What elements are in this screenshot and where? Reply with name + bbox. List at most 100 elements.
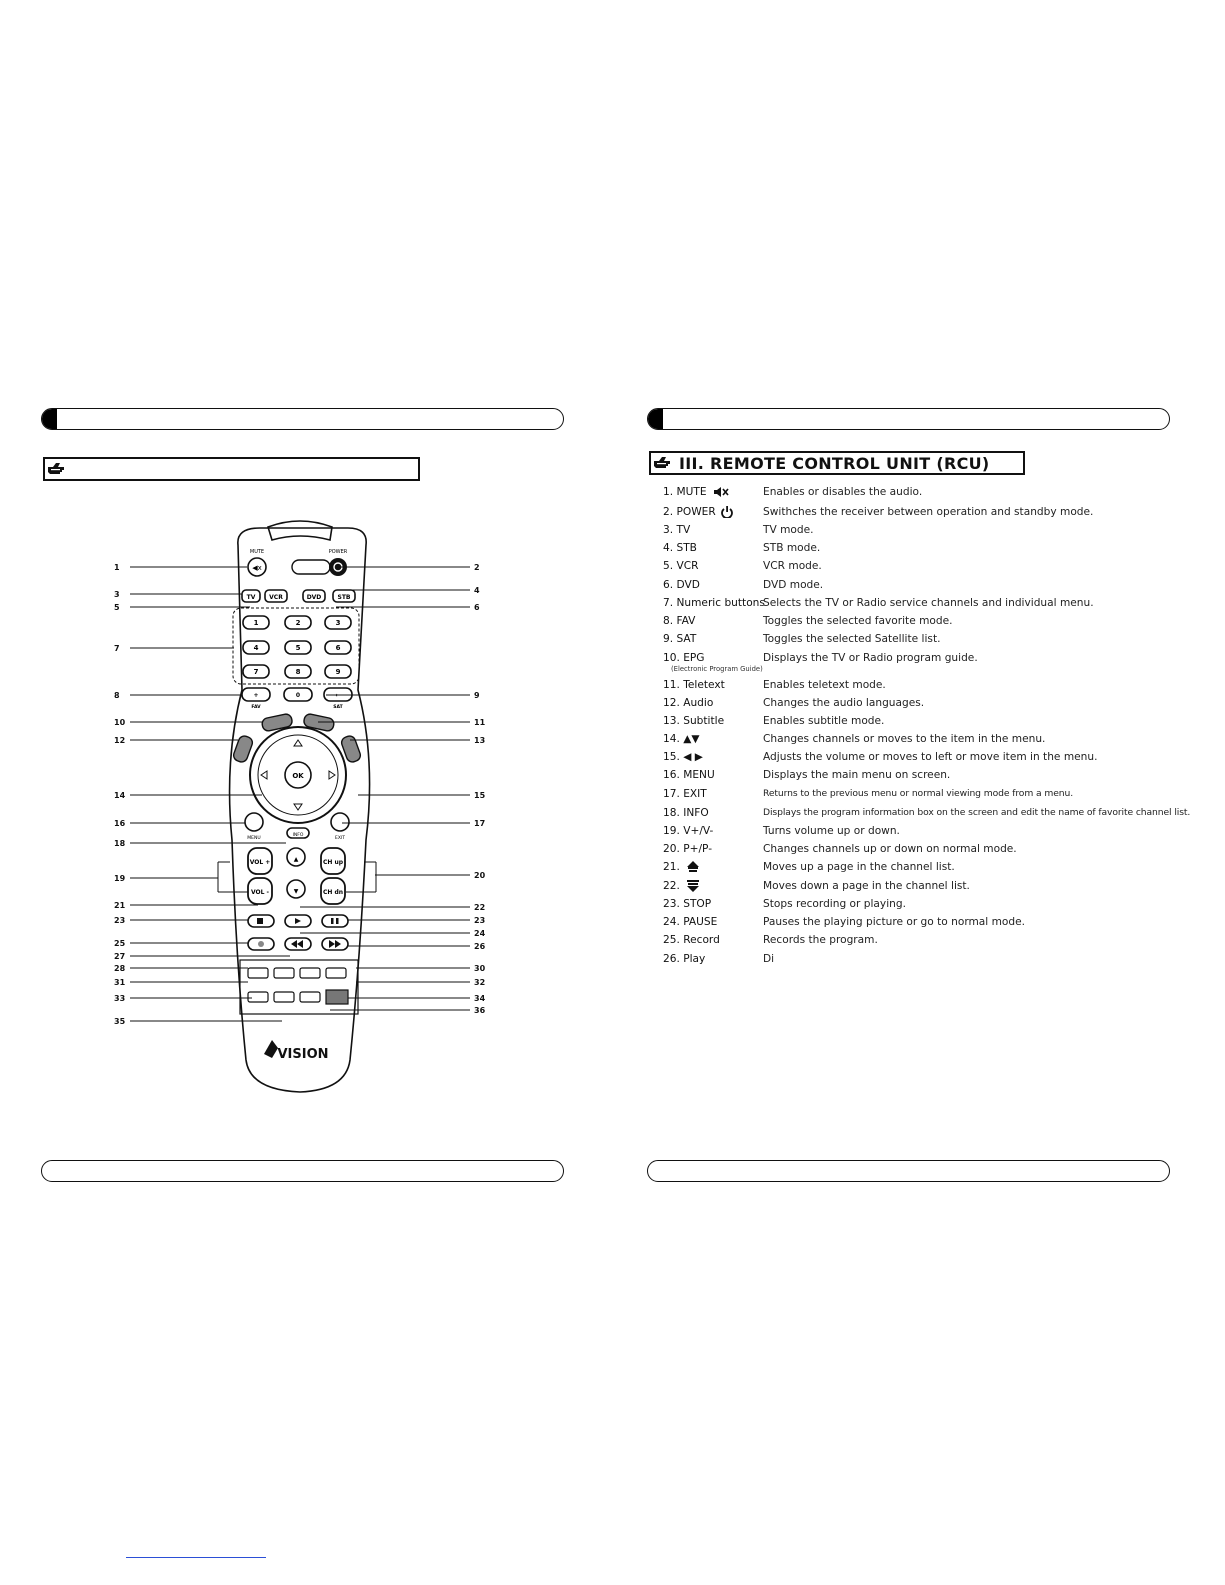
callout-number: 8 [114,691,120,700]
rcu-item-label: 25. Record [663,934,720,946]
ch-down-button[interactable] [320,877,346,905]
page-up-icon [687,861,699,872]
navigation-pad[interactable]: OK [249,726,347,824]
rcu-item-description: STB mode. [763,542,821,554]
zero-button[interactable] [283,687,313,702]
page-down-button[interactable] [286,879,306,899]
function-key[interactable] [325,967,347,979]
function-key[interactable] [247,991,269,1003]
rcu-item-description: Selects the TV or Radio service channels… [763,597,1094,609]
callout-number: 26 [474,942,486,951]
epg-button[interactable] [261,713,293,732]
vcr-button[interactable] [264,589,288,603]
digit-button[interactable] [324,640,352,655]
callout-number: 12 [114,736,125,745]
digit-button[interactable] [284,640,312,655]
svg-text:▼: ▼ [294,888,299,895]
function-key[interactable] [325,989,349,1005]
subtitle-button[interactable] [340,734,362,763]
rcu-item-description: Enables subtitle mode. [763,715,885,727]
digit-button[interactable] [284,615,312,630]
mute-label: MUTE [250,549,264,555]
stb-button[interactable] [332,589,356,603]
pointing-hand-icon [48,463,64,474]
right-section-box: III. REMOTE CONTROL UNIT (RCU) [649,451,1025,475]
rcu-item-description: Moves down a page in the channel list. [763,880,970,892]
brand-label: VISION [277,1047,328,1062]
callout-number: 35 [114,1017,126,1026]
vol-down-button[interactable] [247,877,273,905]
callout-number: 28 [114,964,126,973]
callout-number: 19 [114,874,126,883]
callout-number: 21 [114,901,126,910]
pause-button[interactable] [321,914,349,928]
rcu-item-label: 14. ▲▼ [663,733,700,745]
digit-label: 9 [336,668,341,676]
link-underline [126,1557,266,1558]
rcu-item-label: 20. P+/P- [663,843,713,855]
function-key[interactable] [273,991,295,1003]
ok-button[interactable] [284,761,312,789]
rcu-item-label: 12. Audio [663,697,714,709]
function-key[interactable] [299,967,321,979]
fav-label: FAV [251,704,261,710]
digit-button[interactable] [284,664,312,679]
section-title: III. REMOTE CONTROL UNIT (RCU) [679,454,990,473]
digit-button[interactable] [242,615,270,630]
power-label: POWER [329,549,348,555]
digit-button[interactable] [242,664,270,679]
left-header-bar [41,408,564,430]
info-button[interactable] [286,827,310,839]
down-arrow-icon[interactable] [293,803,303,811]
callout-number: 3 [114,590,120,599]
callout-number: 32 [474,978,485,987]
rcu-item-label: 15. ◀ ▶ [663,751,703,763]
vol-up-button[interactable] [247,847,273,875]
rcu-item-description: Toggles the selected Satellite list. [763,633,941,645]
digit-button[interactable] [242,640,270,655]
callout-number: 10 [114,718,126,727]
callout-number: 23 [474,916,485,925]
exit-button[interactable] [330,812,350,832]
ok-label: OK [292,772,304,780]
rcu-item-description: Turns volume up or down. [763,825,900,837]
ch-down-label: CH dn [323,889,343,896]
digit-label: 7 [254,668,259,676]
page-up-button[interactable] [286,847,306,867]
function-key[interactable] [247,967,269,979]
pointing-hand-icon [654,457,670,468]
rcu-item-description: TV mode. [763,524,814,536]
callout-number: 22 [474,903,485,912]
rcu-item-label: 3. TV [663,524,691,536]
vol-up-label: VOL + [250,859,271,866]
svg-text:▲: ▲ [294,856,299,863]
svg-text:+: + [253,692,258,699]
right-header-bar [647,408,1170,430]
digit-button[interactable] [324,615,352,630]
tv-label: TV [247,594,256,601]
ch-up-button[interactable] [320,847,346,875]
audio-button[interactable] [232,734,254,763]
menu-button[interactable] [244,812,264,832]
tv-button[interactable] [241,589,261,603]
rcu-item-label: 16. MENU [663,769,715,781]
callout-number: 18 [114,839,126,848]
function-key[interactable] [273,967,295,979]
callout-number: 17 [474,819,485,828]
brand-logo: VISION [264,1040,329,1062]
digit-button[interactable] [324,664,352,679]
callout-bracket [217,861,248,893]
callout-number: 14 [114,791,126,800]
info-label: INFO [293,832,304,838]
left-arrow-icon[interactable] [260,770,268,780]
callout-number: 15 [474,791,486,800]
dvd-button[interactable] [302,589,326,603]
function-key[interactable] [299,991,321,1003]
right-arrow-icon[interactable] [328,770,336,780]
rcu-item-label: 13. Subtitle [663,715,725,727]
function-key-panel [239,959,359,1015]
mute-button[interactable]: ◀x [247,557,267,577]
up-arrow-icon[interactable] [293,739,303,747]
stb-label: STB [338,594,351,601]
page-down-icon [687,880,699,892]
